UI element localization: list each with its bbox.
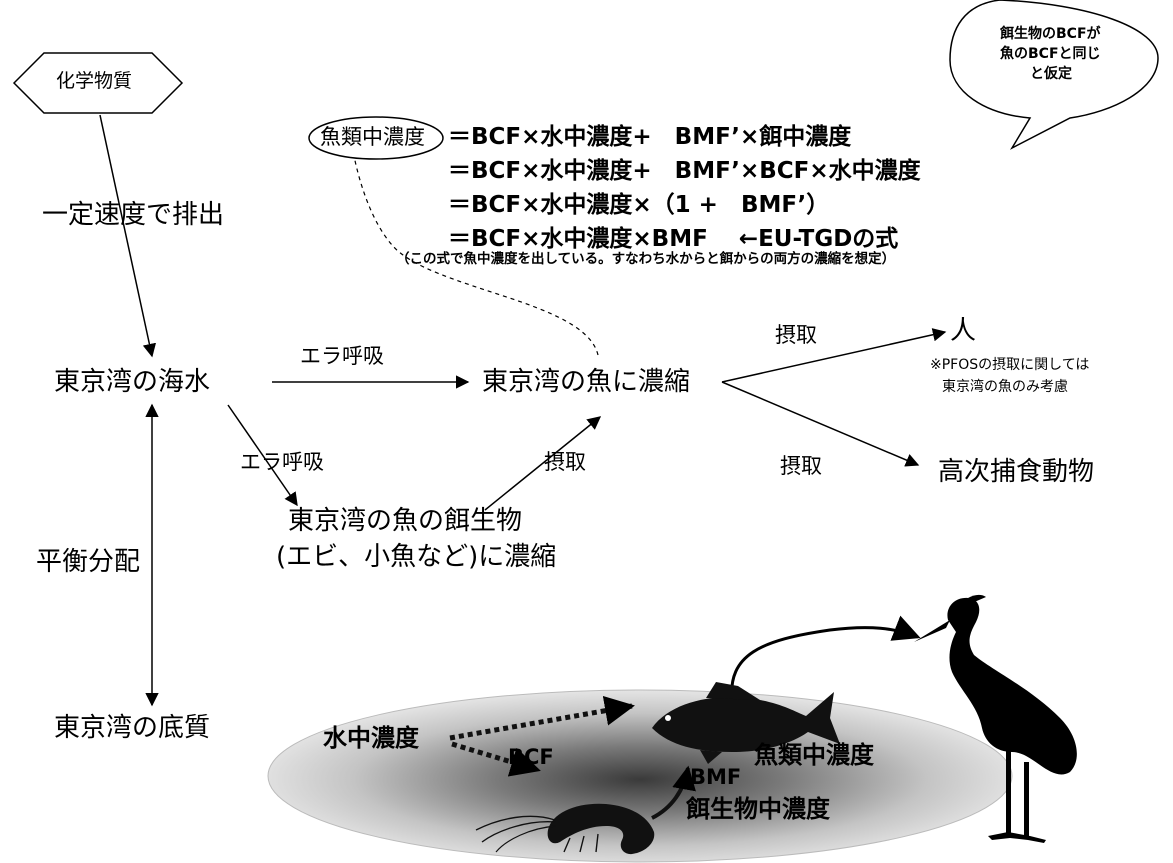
equation-label: 魚類中濃度 — [320, 125, 425, 149]
dashed-connector — [353, 155, 599, 356]
fish-icon — [652, 682, 840, 764]
human-note-line2: 東京湾の魚のみ考慮 — [942, 379, 1068, 395]
speech-bubble-shape — [949, 0, 1159, 150]
gill-label-prey: エラ呼吸 — [240, 450, 324, 474]
equation-note: （この式で魚中濃度を出している。すなわち水からと餌からの両方の濃縮を想定） — [396, 251, 896, 267]
equation-line2: ＝BCF×水中濃度+ BMF’×BCF×水中濃度 — [448, 158, 921, 184]
emission-arrow — [99, 114, 157, 358]
intake-arrow-prey — [484, 416, 602, 511]
bubble-line2: 魚のBCFと同じ — [1000, 46, 1101, 62]
dotted-arrow-to-shrimp — [451, 741, 541, 777]
chemical-node: 化学物質 — [56, 70, 133, 92]
equation-line4: ＝BCF×水中濃度×BMF ←EU-TGDの式 — [448, 226, 899, 252]
shrimp-icon — [475, 803, 655, 855]
prey-node-line1: 東京湾の魚の餌生物 — [288, 506, 523, 536]
sediment-node: 東京湾の底質 — [54, 713, 211, 743]
illus-prey-conc: 餌生物中濃度 — [686, 795, 830, 823]
dotted-arrow-to-fish — [449, 695, 635, 741]
illus-bmf: BMF — [690, 765, 742, 789]
intake-label-human: 摂取 — [775, 323, 817, 347]
heron-icon — [914, 594, 1077, 843]
predator-node: 高次捕食動物 — [938, 457, 1095, 487]
bubble-line1: 餌生物のBCFが — [1000, 26, 1101, 42]
bmf-arrow — [651, 765, 696, 820]
seawater-node: 東京湾の海水 — [54, 367, 211, 397]
intake-label-prey: 摂取 — [544, 450, 586, 474]
gill-label-fish: エラ呼吸 — [300, 344, 384, 368]
chemical-hexagon — [12, 52, 184, 114]
equation-line3: ＝BCF×水中濃度×（1 + BMF’） — [448, 192, 830, 218]
human-node: 人 — [950, 316, 977, 346]
intake-arrow-human — [721, 328, 947, 383]
human-note-line1: ※PFOSの摂取に関しては — [930, 357, 1090, 373]
illus-water: 水中濃度 — [323, 724, 419, 752]
heron-arrow — [730, 615, 921, 701]
equation-line1: ＝BCF×水中濃度+ BMF’×餌中濃度 — [448, 124, 852, 150]
fish-node: 東京湾の魚に濃縮 — [482, 367, 691, 397]
intake-label-predator: 摂取 — [780, 454, 822, 478]
intake-arrow-predator — [721, 381, 920, 467]
illus-fish-conc: 魚類中濃度 — [754, 741, 874, 769]
gill-arrow-prey — [227, 404, 298, 507]
illus-bcf: BCF — [508, 745, 554, 769]
emission-label: 一定速度で排出 — [42, 200, 225, 230]
prey-node-line2: (エビ、小魚など)に濃縮 — [276, 542, 557, 572]
equilibrium-label: 平衡分配 — [36, 547, 141, 577]
fish-conc-label-ellipse — [308, 116, 444, 160]
bubble-line3: と仮定 — [1030, 66, 1072, 82]
